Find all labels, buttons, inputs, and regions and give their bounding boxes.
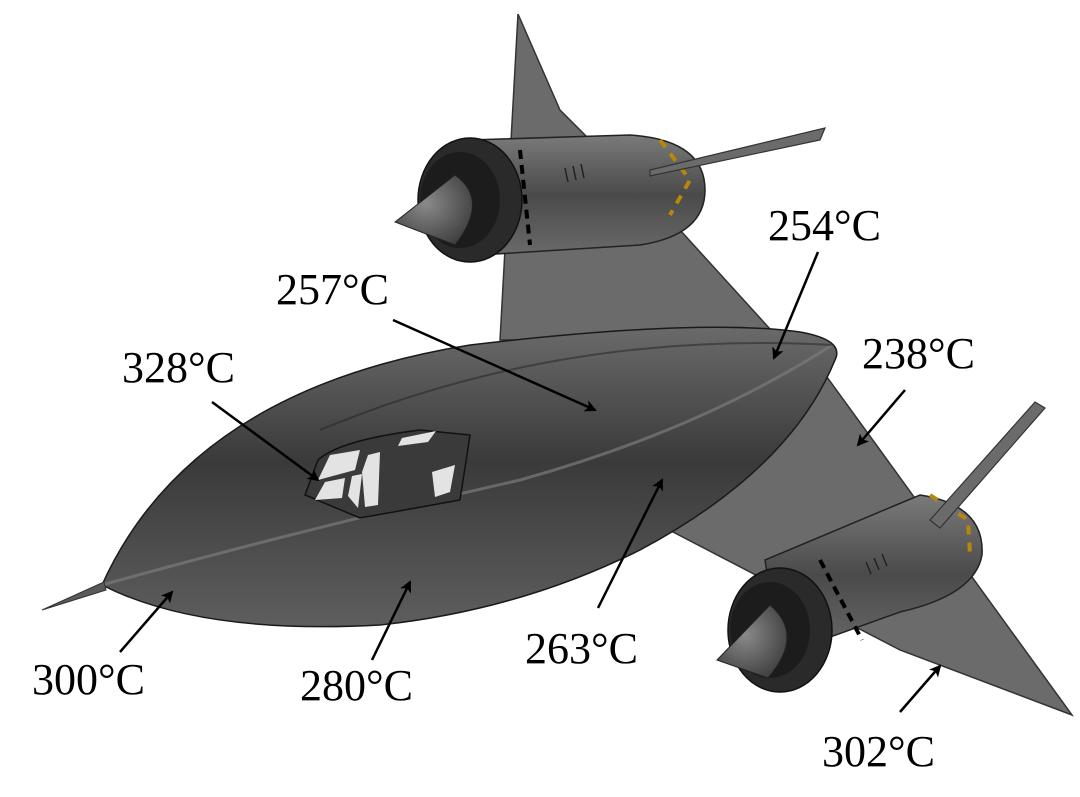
label-nose-temp: 300°C	[32, 655, 145, 704]
arrow-wing-edge	[899, 664, 942, 713]
arrow-nose	[119, 590, 174, 653]
arrow-canopy	[211, 400, 320, 482]
arrow-tail	[772, 251, 820, 360]
upper-engine	[393, 127, 827, 263]
arrow-forebody-lower	[370, 580, 412, 661]
nose-probe	[41, 581, 107, 611]
upper-wing	[499, 13, 782, 341]
lower-engine	[716, 401, 1046, 693]
arrow-fuselage-top	[392, 318, 597, 412]
lower-fin	[929, 401, 1046, 529]
canopy	[304, 429, 471, 519]
label-wing-edge-temp: 302°C	[822, 727, 935, 776]
chine-line	[101, 343, 833, 587]
fuselage	[101, 326, 838, 628]
label-forebody-lower-temp: 280°C	[300, 661, 413, 710]
arrow-chine	[596, 478, 664, 609]
label-canopy-temp: 328°C	[122, 343, 235, 392]
arrow-wing-mid	[856, 389, 906, 447]
label-fuselage-top-temp: 257°C	[276, 265, 389, 314]
label-tail-temp: 254°C	[768, 201, 881, 250]
label-wing-mid-temp: 238°C	[862, 329, 975, 378]
label-chine-temp: 263°C	[525, 624, 638, 673]
upper-fin	[649, 127, 827, 177]
